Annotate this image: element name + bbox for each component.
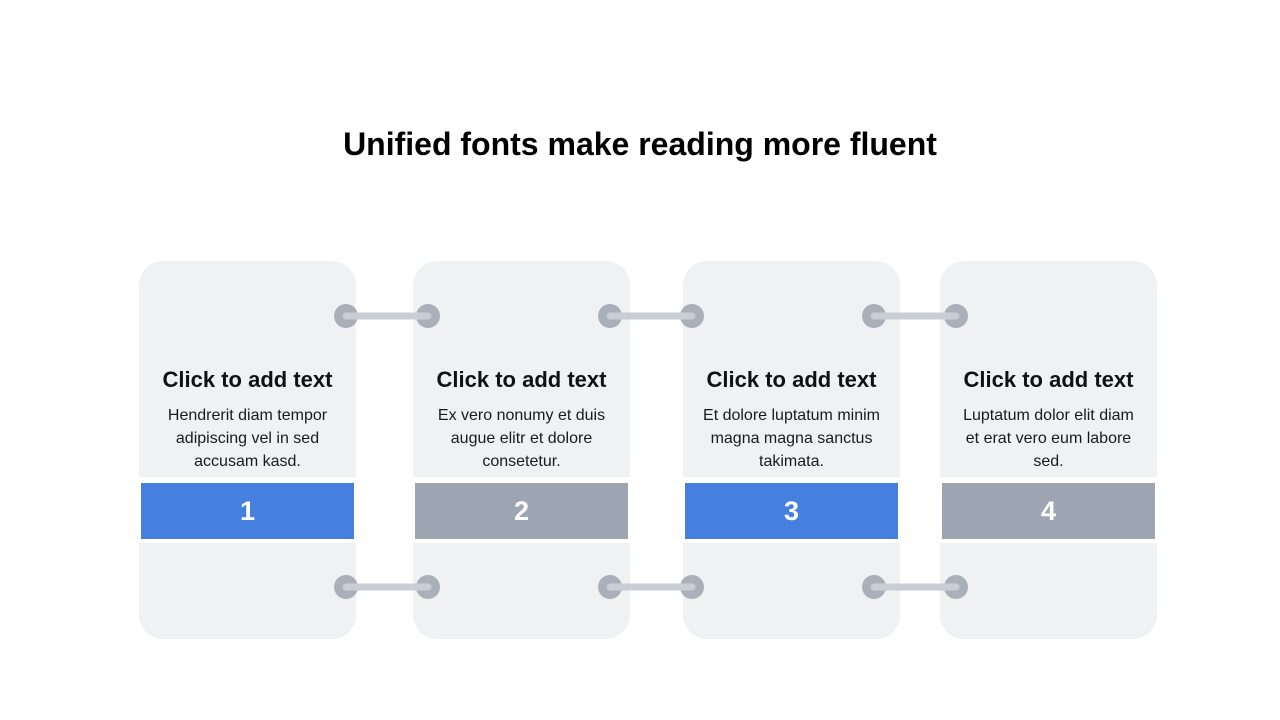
slide-title[interactable]: Unified fonts make reading more fluent: [343, 126, 937, 162]
step-body[interactable]: Luptatum dolor elit diam et erat vero eu…: [963, 407, 1134, 470]
step-body[interactable]: Et dolore luptatum minim magna magna san…: [703, 407, 880, 470]
step-heading[interactable]: Click to add text: [963, 367, 1134, 392]
step-heading[interactable]: Click to add text: [162, 367, 333, 392]
step-number-bar: 4: [942, 483, 1155, 539]
step-body[interactable]: Hendrerit diam tempor adipiscing vel in …: [167, 407, 328, 470]
step-card-1[interactable]: Click to add text Hendrerit diam tempor …: [139, 261, 356, 639]
step-heading[interactable]: Click to add text: [436, 367, 607, 392]
step-heading[interactable]: Click to add text: [706, 367, 877, 392]
step-card-4[interactable]: Click to add text Luptatum dolor elit di…: [940, 261, 1157, 639]
step-number-bar: 2: [415, 483, 628, 539]
step-number-bar: 1: [141, 483, 354, 539]
step-number-bar: 3: [685, 483, 898, 539]
step-card-2[interactable]: Click to add text Ex vero nonumy et duis…: [413, 261, 630, 639]
step-card-3[interactable]: Click to add text Et dolore luptatum min…: [683, 261, 900, 639]
step-body[interactable]: Ex vero nonumy et duis augue elitr et do…: [437, 407, 606, 470]
